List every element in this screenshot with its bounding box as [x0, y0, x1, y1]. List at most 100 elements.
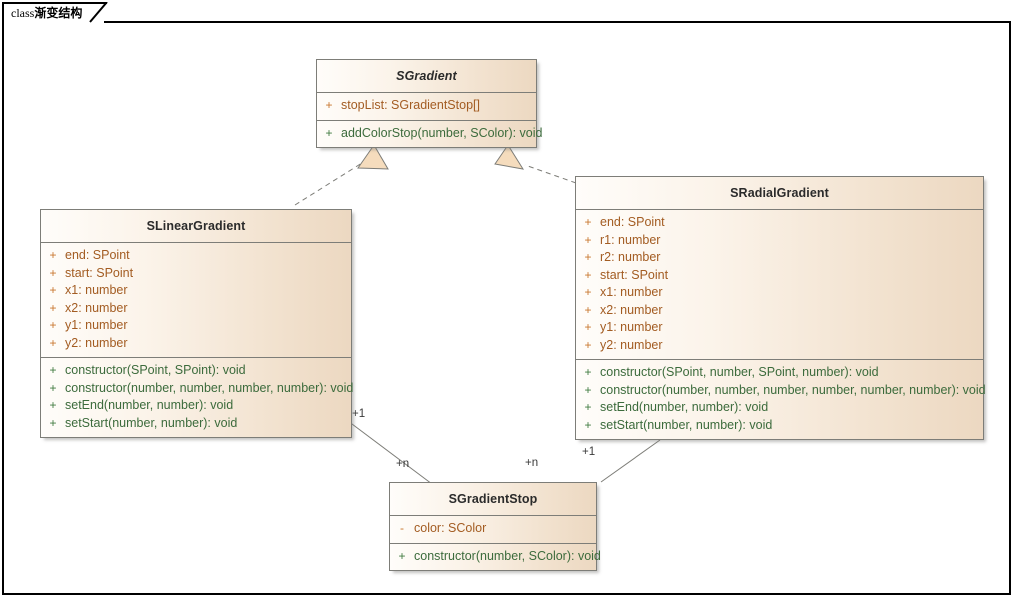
- class-attributes-sgradientstop: - color: SColor: [390, 516, 596, 544]
- class-title-slineargradient: SLinearGradient: [41, 210, 351, 243]
- member-modifier: +: [584, 337, 592, 352]
- member-signature: setEnd(number, number): void: [600, 400, 769, 414]
- member-signature: setStart(number, number): void: [65, 415, 238, 430]
- member-modifier: +: [584, 365, 592, 379]
- member-signature: y1: number: [65, 318, 128, 332]
- member-modifier: +: [584, 285, 592, 299]
- member-signature: color: SColor: [414, 521, 487, 535]
- class-member-row: + end: SPoint: [41, 247, 351, 265]
- member-modifier: +: [325, 125, 333, 140]
- class-member-row: - color: SColor: [390, 520, 596, 538]
- class-member-row: + y1: number: [41, 317, 351, 335]
- member-signature: constructor(number, number, number, numb…: [65, 380, 354, 395]
- multiplicity-label: +1: [352, 408, 366, 420]
- member-signature: constructor(number, SColor): void: [414, 548, 601, 563]
- class-title-sgradientstop: SGradientStop: [390, 483, 596, 516]
- member-signature: constructor(SPoint, SPoint): void: [65, 363, 246, 377]
- class-member-row: + constructor(SPoint, SPoint): void: [41, 362, 351, 380]
- diagram-title-name: 渐变结构: [34, 6, 83, 20]
- multiplicity-label: +1: [582, 446, 596, 458]
- class-attributes-sradialgradient: + end: SPoint + r1: number + r2: number …: [576, 210, 983, 360]
- member-modifier: +: [584, 267, 592, 282]
- class-operations-sgradient: + addColorStop(number, SColor): void: [317, 121, 542, 148]
- member-signature: y1: number: [600, 320, 663, 334]
- class-box-sgradient[interactable]: SGradient + stopList: SGradientStop[] + …: [316, 59, 543, 148]
- member-signature: r2: number: [600, 250, 661, 264]
- class-member-row: + stopList: SGradientStop[]: [317, 97, 536, 115]
- class-box-sradialgradient[interactable]: SRadialGradient + end: SPoint + r1: numb…: [575, 176, 986, 440]
- class-operations-sradialgradient: + constructor(SPoint, number, SPoint, nu…: [576, 360, 986, 439]
- member-modifier: +: [49, 248, 57, 262]
- class-member-row: + x1: number: [576, 284, 983, 302]
- class-member-row: + x2: number: [576, 302, 983, 320]
- class-title-sradialgradient: SRadialGradient: [576, 177, 983, 210]
- member-modifier: +: [584, 302, 592, 317]
- member-modifier: +: [398, 548, 406, 563]
- class-member-row: + r1: number: [576, 232, 983, 250]
- member-modifier: +: [49, 415, 57, 430]
- class-member-row: + y2: number: [41, 335, 351, 353]
- member-modifier: +: [325, 98, 333, 112]
- member-signature: stopList: SGradientStop[]: [341, 98, 480, 112]
- class-member-row: + end: SPoint: [576, 214, 983, 232]
- diagram-frame-tab: [2, 2, 100, 23]
- member-modifier: +: [584, 215, 592, 229]
- class-member-row: + constructor(number, SColor): void: [390, 548, 600, 566]
- member-modifier: +: [584, 417, 592, 432]
- diagram-frame-border: [2, 21, 1011, 595]
- member-modifier: +: [584, 232, 592, 247]
- member-modifier: -: [400, 521, 404, 535]
- diagram-frame-top-edge: [104, 21, 1011, 23]
- member-modifier: +: [584, 400, 592, 414]
- member-modifier: +: [49, 335, 57, 350]
- class-attributes-slineargradient: + end: SPoint + start: SPoint + x1: numb…: [41, 243, 351, 358]
- member-signature: y2: number: [65, 335, 128, 350]
- member-signature: x2: number: [65, 300, 128, 315]
- member-modifier: +: [584, 382, 592, 397]
- class-member-row: + constructor(number, number, number, nu…: [41, 380, 354, 398]
- class-member-row: + setEnd(number, number): void: [41, 397, 351, 415]
- class-member-row: + x2: number: [41, 300, 351, 318]
- member-signature: end: SPoint: [600, 215, 665, 229]
- member-signature: start: SPoint: [600, 267, 669, 282]
- class-member-row: + setEnd(number, number): void: [576, 399, 983, 417]
- member-modifier: +: [49, 318, 57, 332]
- member-signature: setEnd(number, number): void: [65, 398, 234, 412]
- member-modifier: +: [584, 250, 592, 264]
- class-member-row: + y2: number: [576, 337, 983, 355]
- member-signature: addColorStop(number, SColor): void: [341, 125, 543, 140]
- member-signature: start: SPoint: [65, 265, 134, 280]
- member-signature: constructor(number, number, number, numb…: [600, 382, 986, 397]
- member-signature: x1: number: [600, 285, 663, 299]
- class-operations-slineargradient: + constructor(SPoint, SPoint): void + co…: [41, 358, 354, 437]
- member-signature: y2: number: [600, 337, 663, 352]
- diagram-title: class渐变结构: [11, 4, 82, 21]
- member-signature: setStart(number, number): void: [600, 417, 773, 432]
- member-modifier: +: [49, 380, 57, 395]
- diagram-title-keyword: class: [11, 6, 35, 20]
- member-modifier: +: [584, 320, 592, 334]
- multiplicity-label: +n: [525, 457, 539, 469]
- class-member-row: + setStart(number, number): void: [41, 415, 351, 433]
- member-modifier: +: [49, 300, 57, 315]
- member-modifier: +: [49, 283, 57, 297]
- diagram-frame-tab-diagonal: [85, 2, 109, 23]
- class-member-row: + addColorStop(number, SColor): void: [317, 125, 542, 143]
- member-signature: x2: number: [600, 302, 663, 317]
- class-member-row: + setStart(number, number): void: [576, 417, 983, 435]
- member-modifier: +: [49, 265, 57, 280]
- class-member-row: + x1: number: [41, 282, 351, 300]
- multiplicity-label: +n: [396, 458, 410, 470]
- member-modifier: +: [49, 363, 57, 377]
- member-signature: x1: number: [65, 283, 128, 297]
- class-box-sgradientstop[interactable]: SGradientStop - color: SColor + construc…: [389, 482, 601, 571]
- class-member-row: + y1: number: [576, 319, 983, 337]
- class-box-slineargradient[interactable]: SLinearGradient + end: SPoint + start: S…: [40, 209, 354, 438]
- member-signature: constructor(SPoint, number, SPoint, numb…: [600, 365, 879, 379]
- class-title-sgradient: SGradient: [317, 60, 536, 93]
- class-member-row: + constructor(SPoint, number, SPoint, nu…: [576, 364, 983, 382]
- class-member-row: + constructor(number, number, number, nu…: [576, 382, 986, 400]
- class-member-row: + start: SPoint: [41, 265, 351, 283]
- class-member-row: + r2: number: [576, 249, 983, 267]
